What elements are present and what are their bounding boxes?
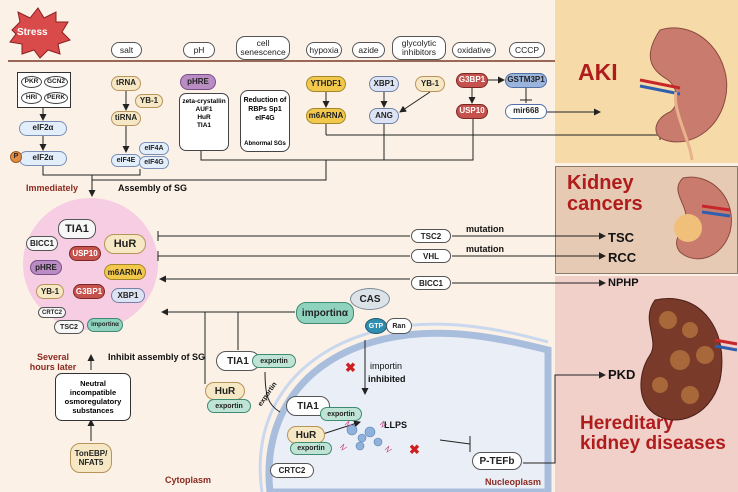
sg-bicc1: BICC1 [26,236,58,251]
inhibited-label: inhibited [368,374,406,384]
ythdf1: YTHDF1 [306,76,346,92]
cytoplasm-label: Cytoplasm [165,475,212,485]
gstm3p1: GSTM3P1 [505,73,547,88]
ptefb: P-TEFb [472,452,522,470]
disease-pkd: PKD [608,367,636,382]
abnormal-sgs: Abnormal SGs [244,141,286,147]
sg-tsc2: TSC2 [54,320,84,334]
several-hours-label: Several hours later [29,352,77,372]
stimulus-senescence: cell senescence [236,36,290,60]
phosphate-icon: P [10,151,22,163]
eif2a-phosphorylated: eIF2α [19,151,67,166]
mir668: mir668 [505,104,547,119]
g3bp1: G3BP1 [456,73,488,88]
stimulus-cccp: CCCP [509,42,545,58]
importin-inhibited-mark: ✖ [345,360,356,375]
stimulus-azide: azide [352,42,385,58]
disease-nphp: NPHP [608,277,639,289]
senescence-list: Reduction of RBPs Sp1 eIF4G [243,97,287,122]
sg-hur: HuR [104,234,146,254]
ph-list-box [179,93,229,151]
nuc-tia1: TIA1 [286,396,330,416]
kinase-perk: PERK [44,92,68,104]
disease-tsc: TSC [608,230,634,245]
salt-yb1: YB-1 [135,94,163,108]
stimulus-oxidative: oxidative [452,42,496,58]
ran: Ran [386,318,412,334]
cyto-exportin: exportin [252,354,296,368]
sg-m6arna: m6ARNA [104,264,146,280]
disease-rcc: RCC [608,250,637,265]
gly-xbp1: XBP1 [369,76,399,92]
eif4a: eIF4A [139,142,169,155]
nuc-exportin: exportin [320,407,362,421]
stimulus-ph: pH [183,42,215,58]
cancers-title: Kidney cancers [567,172,643,215]
sg-phre: pHRE [30,260,62,275]
sg-importin: importinα [87,318,123,332]
importin-label: importin [370,361,403,371]
mut-bicc1: BICC1 [411,276,451,290]
sg-xbp1: XBP1 [111,288,145,303]
immediately-label: Immediately [26,183,79,193]
cyto-exportin-2: exportin [207,399,251,413]
sg-crtc2: CRTC2 [38,307,66,318]
ang: ANG [369,108,399,124]
mutation-label-2: mutation [466,244,504,254]
kinase-hri: HRI [21,92,42,104]
mutation-label-1: mutation [466,224,504,234]
eif4e: eIF4E [111,154,141,167]
kinase-gcn2: GCN2 [44,76,68,88]
senescence-box [240,90,290,152]
ph-list: zeta-crystallin AUF1 HuR TIA1 [182,98,226,130]
hyp-m6arna: m6ARNA [306,108,346,124]
nuc-crtc2: CRTC2 [270,463,314,478]
neutral-box [55,373,131,421]
ph-phre: pHRE [180,74,216,90]
tonebp-nfat5: TonEBP/ NFAT5 [70,443,112,473]
sg-tia1: TIA1 [58,219,96,239]
stimulus-glycolytic: glycolytic inhibitors [392,36,446,60]
mut-vhl: VHL [411,249,451,263]
eif2a: eIF2α [19,121,67,136]
cas: CAS [350,288,390,310]
stimulus-hypoxia: hypoxia [306,42,342,58]
nuc-hur: HuR [287,426,325,444]
sg-usp10: USP10 [69,246,101,261]
tirna: tiRNA [111,111,141,126]
kinase-pkr: PKR [21,76,42,88]
stress-label: Stress [17,27,48,38]
aki-title: AKI [578,59,618,85]
usp10: USP10 [456,104,488,119]
gly-yb1: YB-1 [415,76,445,92]
sg-yb1: YB-1 [36,284,64,299]
mut-tsc2: TSC2 [411,229,451,243]
trna: tRNA [111,76,141,91]
nuc-exportin-2: exportin [290,442,332,455]
importin-alpha: importinα [296,302,354,324]
stimulus-salt: salt [111,42,142,58]
sg-g3bp1: G3BP1 [73,284,105,299]
llps-label: LLPS [384,420,408,430]
neutral-substances: Neutral incompatible osmoregulatory subs… [64,379,122,415]
hereditary-title: Hereditary kidney diseases [580,413,726,454]
nucleoplasm-label: Nucleoplasm [485,477,542,487]
llps-inhibit-mark: ✖ [409,442,420,457]
inhibit-assembly-label: Inhibit assembly of SG [108,352,206,362]
assembly-sg-label: Assembly of SG [118,183,188,193]
eif4g: eIF4G [139,156,169,169]
